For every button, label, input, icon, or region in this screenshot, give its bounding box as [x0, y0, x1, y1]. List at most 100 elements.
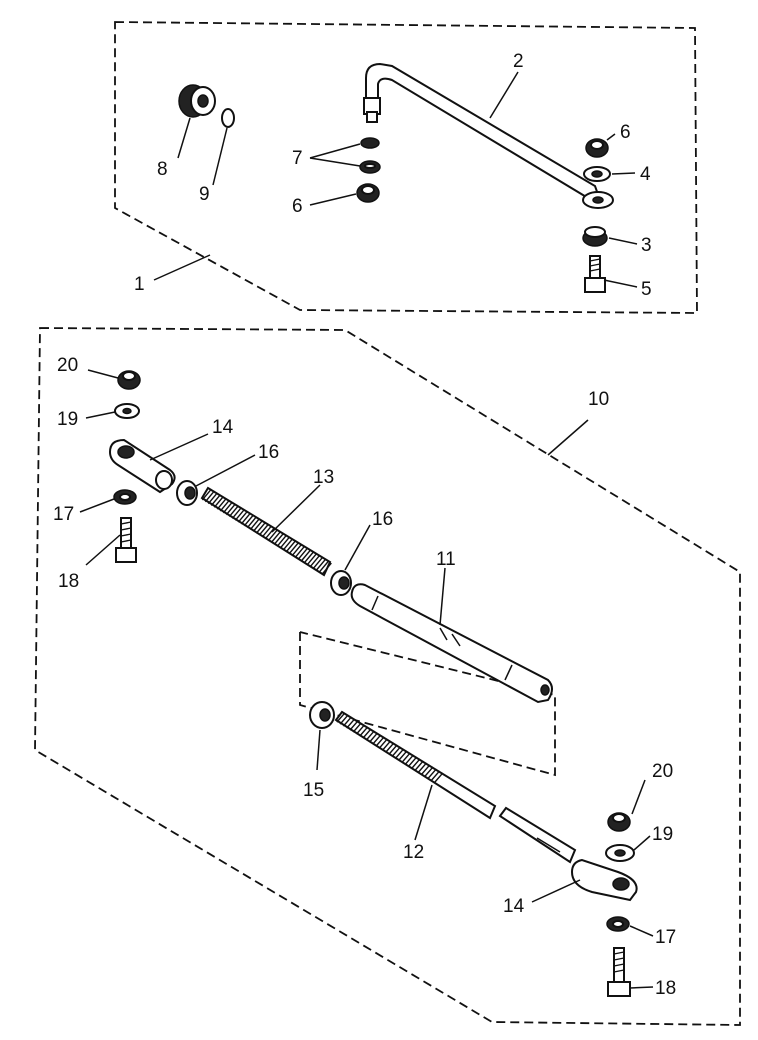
thread-line [431, 770, 441, 781]
part-19-washer-lower [605, 844, 635, 862]
part-2-steering-rod [363, 62, 614, 209]
callout-labels: 1 2 3 4 5 6 6 7 8 9 10 11 12 13 14 14 15… [53, 51, 676, 999]
assembly-1-boundary [114, 21, 698, 314]
thread-line [294, 545, 305, 558]
callout-3: 3 [641, 235, 652, 256]
inner-assembly-boundary [299, 631, 556, 777]
callout-19-lower: 19 [652, 824, 673, 845]
callout-6-right: 6 [620, 122, 631, 143]
callout-20-lower: 20 [652, 761, 673, 782]
part-11-tube [350, 583, 553, 704]
part-5-bolt [584, 255, 606, 293]
thread-line [315, 558, 326, 571]
thread-line [264, 527, 275, 540]
thread-line [395, 748, 405, 759]
callout-11: 11 [436, 549, 456, 570]
upper-leaders [153, 71, 638, 288]
thread-line [291, 544, 302, 556]
callout-17-lower: 17 [655, 927, 676, 948]
thread-line [282, 538, 293, 551]
thread-line [346, 718, 356, 729]
callout-13: 13 [313, 467, 334, 488]
thread-line [359, 726, 369, 737]
thread-line [424, 766, 434, 777]
thread-line [243, 514, 254, 527]
thread-line [365, 730, 375, 741]
thread-line [279, 536, 290, 549]
thread-line [276, 534, 287, 547]
thread-line [255, 521, 266, 534]
thread-line [336, 712, 346, 723]
thread-line [372, 734, 382, 745]
callout-18-upper: 18 [58, 571, 79, 592]
thread-line [369, 732, 379, 743]
callout-10: 10 [588, 389, 609, 410]
callout-9: 9 [199, 184, 210, 205]
thread-line [427, 768, 437, 779]
thread-line [285, 540, 296, 553]
part-16-nut-left [176, 480, 198, 506]
thread-line [300, 549, 311, 562]
thread-line [201, 488, 212, 501]
thread-line [258, 523, 269, 536]
thread-line [418, 762, 428, 773]
callout-7: 7 [292, 148, 303, 169]
thread-line [349, 720, 359, 731]
thread-line [318, 560, 329, 573]
callout-4: 4 [640, 164, 651, 185]
thread-line [321, 562, 332, 575]
callout-18-lower: 18 [655, 978, 676, 999]
part-16-nut-right [330, 570, 352, 596]
lower-leaders [79, 369, 654, 989]
part-9-o-ring [221, 108, 235, 128]
callout-12: 12 [403, 842, 424, 863]
thread-line [414, 760, 424, 771]
thread-line [204, 490, 215, 503]
thread-line [312, 557, 323, 569]
thread-line [297, 547, 308, 560]
thread-line [408, 756, 418, 767]
callout-2: 2 [513, 51, 524, 72]
callout-6-left: 6 [292, 196, 303, 217]
thread-line [207, 492, 218, 505]
callout-15: 15 [303, 780, 324, 801]
thread-line [391, 746, 401, 757]
thread-line [225, 503, 236, 516]
thread-line [306, 553, 317, 566]
thread-line [216, 497, 227, 510]
thread-line [398, 750, 408, 761]
callout-20-upper: 20 [57, 355, 78, 376]
part-13-threaded-rod [200, 486, 332, 577]
thread-line [355, 724, 365, 735]
thread-line [309, 555, 320, 568]
thread-line [267, 529, 278, 542]
callout-16-right: 16 [372, 509, 393, 530]
thread-line [273, 533, 284, 545]
thread-line [288, 542, 299, 555]
thread-line [210, 494, 221, 506]
assembly-10-boundary [34, 327, 741, 1026]
thread-line [252, 520, 263, 532]
thread-line [219, 499, 230, 512]
callout-8: 8 [157, 159, 168, 180]
part-18-bolt-lower [607, 947, 631, 997]
thread-line [378, 738, 388, 749]
thread-line [237, 510, 248, 523]
part-4-washer [583, 166, 611, 182]
part-14-rod-end-upper [108, 438, 176, 494]
part-6-nut-left [356, 183, 380, 203]
part-14-rod-end-lower [570, 858, 638, 902]
part-7-washers [359, 137, 381, 174]
part-19-washer-upper [114, 403, 140, 419]
thread-line [234, 508, 245, 521]
part-20-nut-upper [117, 370, 141, 390]
part-3-bushing [582, 226, 608, 247]
thread-line [421, 764, 431, 775]
thread-line [228, 505, 239, 518]
part-20-nut-lower [607, 812, 631, 832]
thread-line [401, 752, 411, 763]
thread-line [240, 512, 251, 525]
thread-line [342, 716, 352, 727]
part-15-nut [309, 701, 335, 729]
